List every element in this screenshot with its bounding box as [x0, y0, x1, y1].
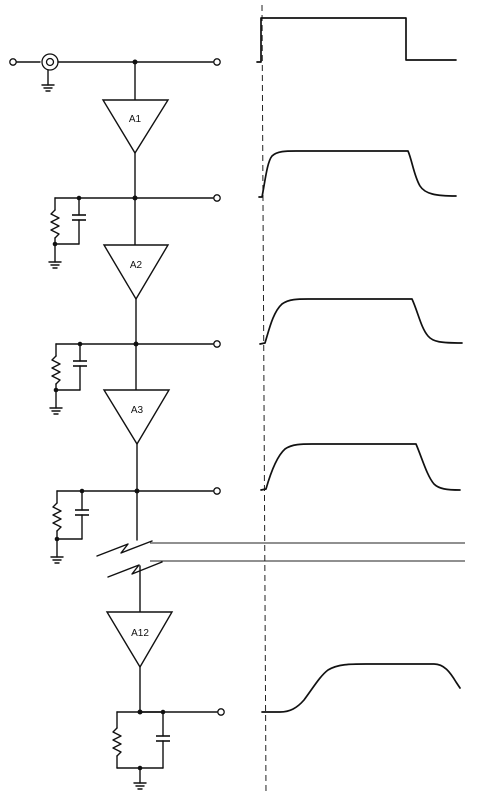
time-reference-line	[261, 4, 267, 796]
amplifier-label: A2	[130, 260, 143, 271]
ground-icon	[48, 261, 62, 269]
resistor-icon	[112, 727, 122, 757]
waveform-a3-output	[260, 443, 461, 491]
ground-icon	[133, 782, 147, 790]
ground-icon	[49, 407, 63, 415]
output-node-3	[50, 487, 221, 564]
ground-icon	[50, 556, 64, 564]
amplifier-a3: A3	[102, 389, 171, 446]
resistor-icon	[50, 209, 60, 239]
input-terminal	[9, 58, 17, 66]
chain-break	[96, 540, 465, 613]
amplifier-label: A3	[131, 405, 144, 416]
output-terminal-1	[213, 194, 221, 202]
output-terminal-2	[213, 340, 221, 348]
output-terminal-12	[217, 708, 225, 716]
resistor-icon	[52, 502, 62, 532]
output-terminal-3	[213, 487, 221, 495]
resistor-icon	[51, 355, 61, 385]
output-node-12	[112, 708, 225, 790]
waveform-a12-output	[261, 663, 461, 713]
amplifier-label: A12	[131, 628, 149, 639]
amplifier-label: A1	[129, 114, 142, 125]
waveform-a2-output	[259, 298, 463, 345]
break-mark-icon	[107, 561, 163, 578]
amplifier-a12: A12	[105, 611, 174, 669]
waveform-a1-output	[258, 150, 457, 198]
waveform-input	[256, 17, 457, 63]
input-output-terminal	[213, 58, 221, 66]
amplifier-a2: A2	[102, 244, 170, 301]
output-node-1	[48, 194, 221, 269]
output-node-2	[49, 340, 221, 415]
input-section	[9, 53, 221, 101]
ground-icon	[41, 84, 55, 92]
amplifier-a1: A1	[101, 99, 170, 155]
break-mark-icon	[96, 540, 153, 557]
